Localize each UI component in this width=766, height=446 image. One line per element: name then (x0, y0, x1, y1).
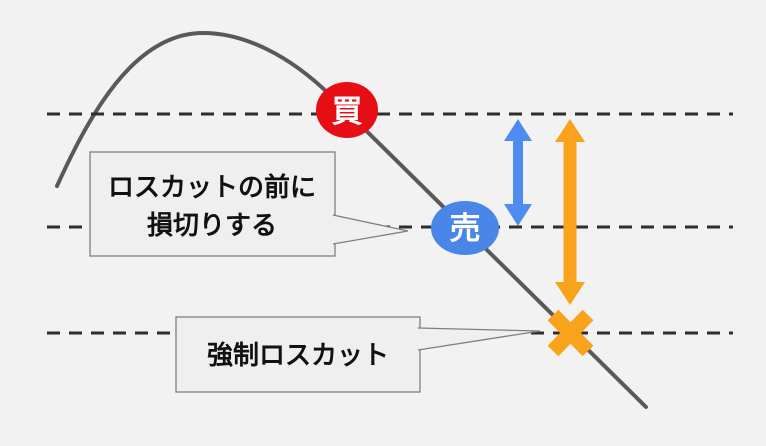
sell-marker: 売 (431, 201, 499, 255)
stoploss-callout: ロスカットの前に 損切りする (89, 151, 409, 257)
price-curve (55, 30, 648, 409)
large-loss-double-arrow-icon (555, 119, 585, 305)
sell-marker-label: 売 (450, 211, 481, 246)
forced-losscut-callout-box (175, 316, 421, 393)
stoploss-callout-tail (332, 214, 409, 245)
losscut-x-icon (547, 309, 594, 357)
buy-marker-circle (316, 82, 378, 138)
stoploss-callout-box (89, 151, 336, 257)
sell-marker-circle (431, 201, 499, 255)
forced-losscut-callout-tail (417, 327, 541, 351)
stoploss-callout-text-line2: 損切りする (147, 210, 277, 240)
stoploss-callout-text-line1: ロスカットの前に (108, 172, 316, 202)
buy-marker: 買 (316, 82, 378, 138)
forced-losscut-callout-text: 強制ロスカット (207, 340, 389, 370)
buy-marker-label: 買 (332, 94, 363, 129)
forced-losscut-callout: 強制ロスカット (175, 316, 541, 393)
small-loss-double-arrow-icon (504, 119, 532, 226)
